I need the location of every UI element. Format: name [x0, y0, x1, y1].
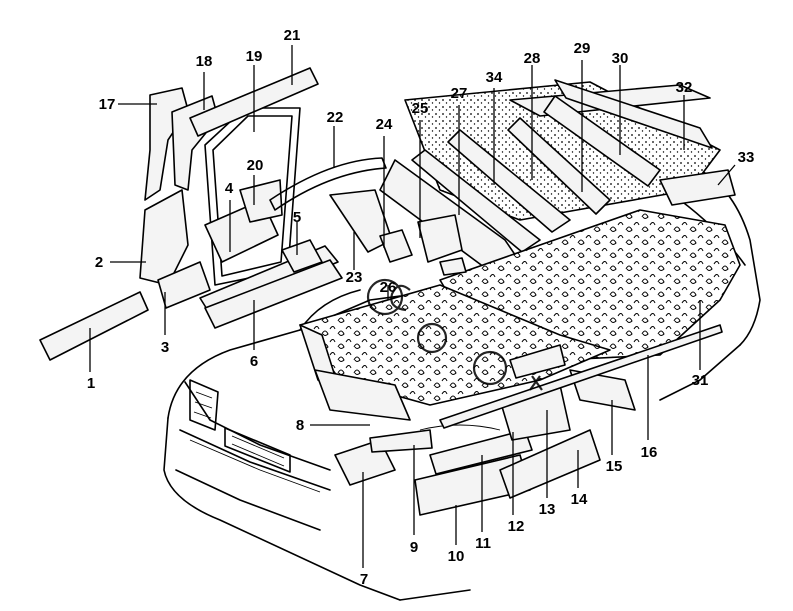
callout-13: 13: [539, 501, 556, 518]
callout-32: 32: [676, 79, 693, 96]
callout-25: 25: [412, 100, 429, 117]
callout-1: 1: [87, 375, 95, 392]
callout-33: 33: [738, 149, 755, 166]
callout-22: 22: [327, 109, 344, 126]
a-pillar-parts: [39, 87, 219, 361]
callout-10: 10: [448, 548, 465, 565]
callout-8: 8: [296, 417, 304, 434]
callout-17: 17: [99, 96, 116, 113]
callout-27: 27: [451, 85, 468, 102]
callout-14: 14: [571, 491, 588, 508]
roof-crossmembers: [379, 79, 736, 271]
callout-4: 4: [225, 180, 234, 197]
callout-24: 24: [376, 116, 393, 133]
callout-7: 7: [360, 571, 368, 588]
callout-11: 11: [475, 535, 491, 552]
callout-12: 12: [508, 518, 525, 535]
callout-34: 34: [486, 69, 503, 86]
callout-18: 18: [196, 53, 213, 70]
callout-9: 9: [410, 539, 418, 556]
car-body-outline: [163, 169, 761, 601]
callout-28: 28: [524, 50, 541, 67]
callout-23: 23: [346, 269, 363, 286]
underbody-parts: [334, 324, 723, 516]
callout-20: 20: [247, 157, 264, 174]
callout-16: 16: [641, 444, 658, 461]
dash-panel-parts: [199, 179, 343, 329]
callout-15: 15: [606, 458, 623, 475]
callout-29: 29: [574, 40, 591, 57]
callout-19: 19: [246, 48, 263, 65]
callout-2: 2: [95, 254, 103, 271]
leader-lines: [89, 45, 736, 568]
callout-26: 26: [380, 279, 397, 296]
callout-3: 3: [161, 339, 169, 356]
watermark: [366, 278, 543, 391]
callout-5: 5: [293, 209, 301, 226]
callout-30: 30: [612, 50, 629, 67]
front-floor-panel: [299, 284, 611, 421]
sun-visor-parts: [329, 189, 467, 276]
callout-31: 31: [692, 372, 709, 389]
callout-21: 21: [284, 27, 301, 44]
roof-bow-22: [269, 157, 387, 211]
callout-6: 6: [250, 353, 258, 370]
callout-labels: 1 2 3 4 5 6 7 8 9 10 11 12 13 14 15 16 1…: [87, 27, 755, 588]
